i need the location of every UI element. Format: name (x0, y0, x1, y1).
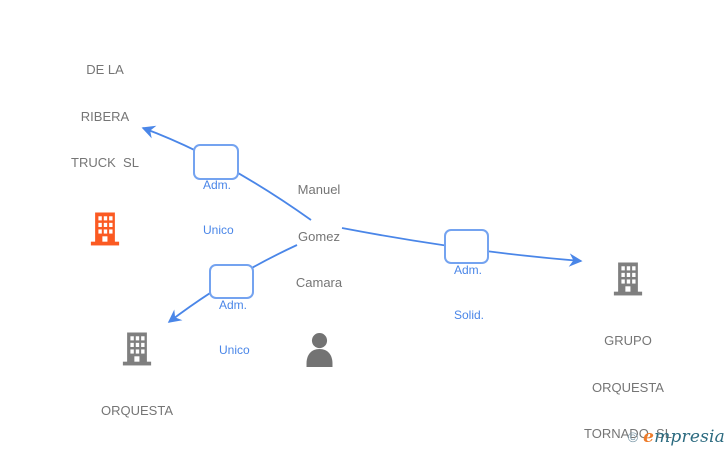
person-name-line: Camara (295, 275, 343, 290)
company-name-line: GRUPO (604, 333, 652, 348)
node-company-de-la-ribera-truck[interactable]: DE LA RIBERA TRUCK SL (30, 31, 180, 246)
edge-label-line: Unico (219, 343, 250, 357)
company-name: DE LA RIBERA TRUCK SL (71, 31, 139, 202)
node-company-orquesta-lokura[interactable]: ORQUESTA LOKURA SL (62, 331, 212, 450)
company-name: ORQUESTA LOKURA SL (99, 372, 175, 450)
person-name-line: Manuel (297, 182, 341, 197)
building-icon (612, 261, 644, 296)
person-name: Manuel Gomez Camara (296, 151, 342, 322)
company-name-line: RIBERA (80, 108, 130, 124)
edge-label-line: Solid. (454, 308, 485, 322)
company-name-line: ORQUESTA (591, 379, 664, 395)
person-icon (304, 331, 335, 368)
node-person-manuel-gomez-camara[interactable]: Manuel Gomez Camara (262, 151, 376, 368)
company-name-line: ORQUESTA (101, 403, 173, 418)
company-name-line: TRUCK SL (71, 155, 139, 170)
company-name-line: DE LA (86, 62, 124, 77)
company-name: GRUPO ORQUESTA TORNADO SL (584, 302, 672, 450)
building-icon (89, 211, 121, 246)
edge-label-line: Adm. (454, 263, 483, 277)
edge-label-line: Adm. (203, 178, 232, 192)
node-company-grupo-orquesta-tornado[interactable]: GRUPO ORQUESTA TORNADO SL (553, 261, 703, 450)
logo-letters-rest: mpresia (654, 427, 725, 447)
edge-label-line: Adm. (219, 298, 248, 312)
logo-letter-e: e (643, 427, 655, 447)
empresia-logo: empresia (643, 427, 725, 447)
edge-label-line: Unico (203, 223, 234, 237)
edge-label-adm-unico-bottom[interactable]: Adm. Unico (209, 264, 254, 357)
empresia-watermark: © empresia (628, 427, 725, 447)
edge-label-adm-solid[interactable]: Adm. Solid. (444, 229, 489, 322)
edge-label-adm-unico-top[interactable]: Adm. Unico (193, 144, 239, 237)
copyright-icon: © (627, 429, 639, 445)
building-icon (121, 331, 153, 366)
person-name-line: Gomez (298, 228, 340, 244)
company-name-line: TORNADO SL (584, 426, 672, 441)
